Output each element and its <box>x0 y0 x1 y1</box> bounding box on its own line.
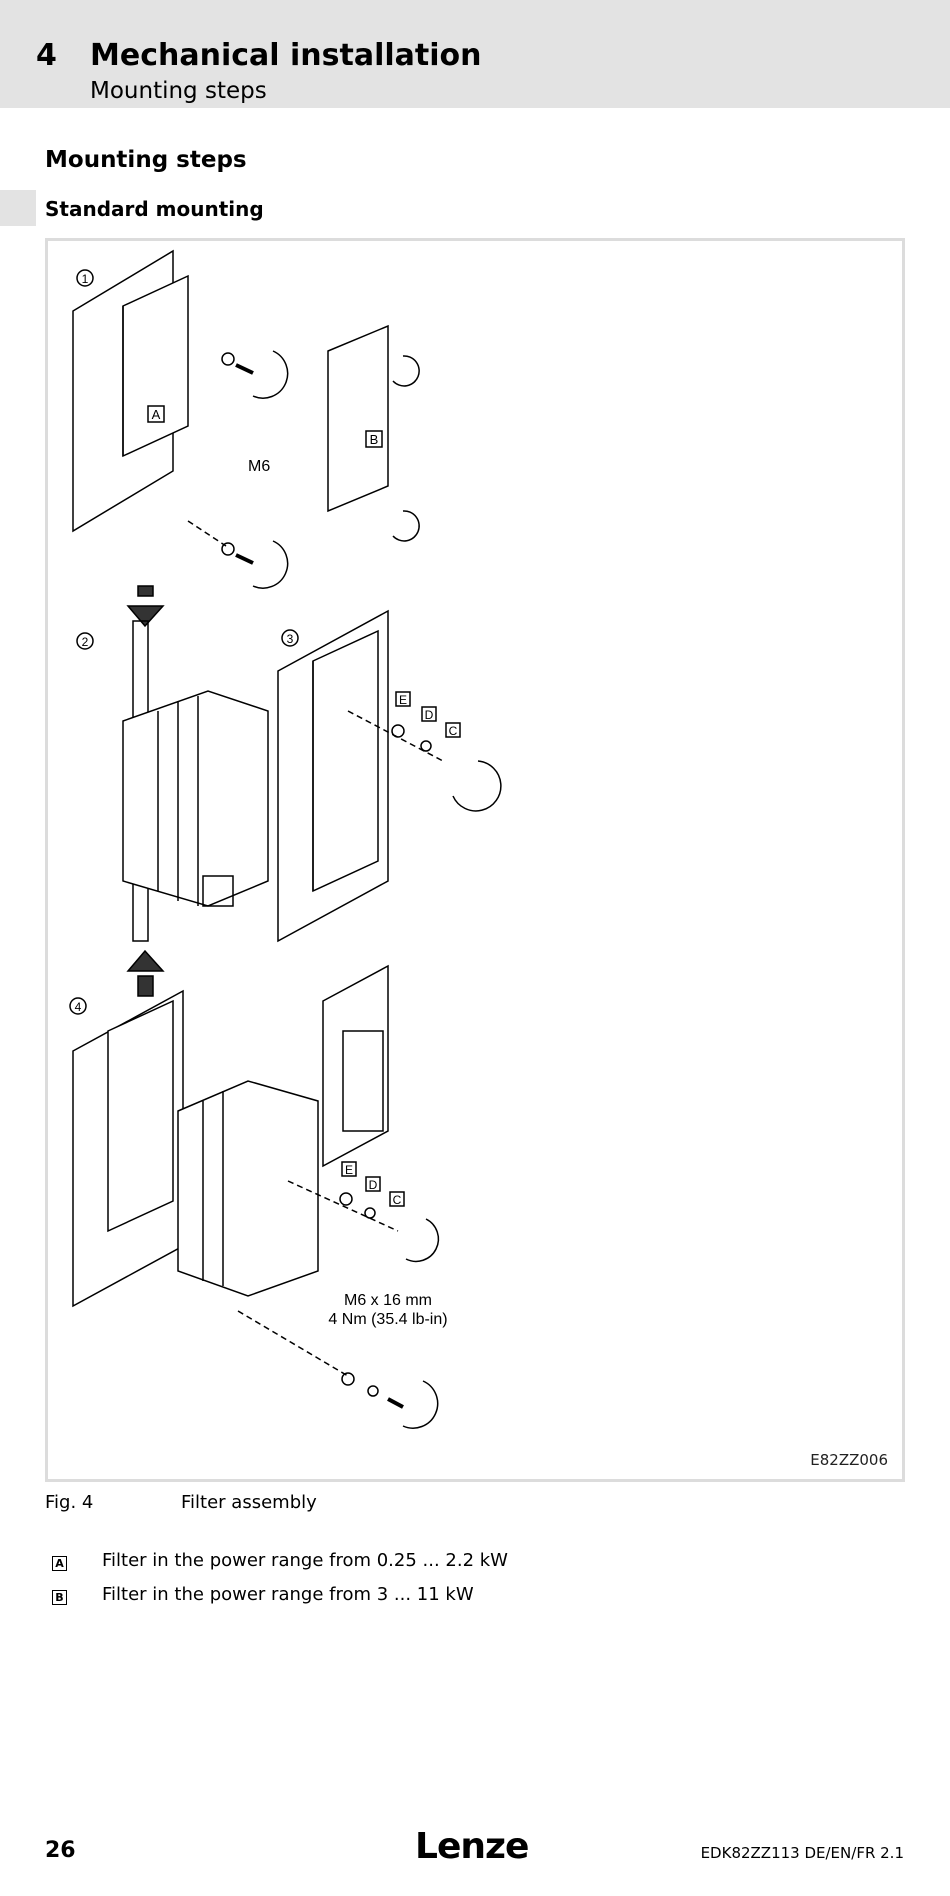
chapter-subtitle: Mounting steps <box>90 78 267 104</box>
chapter-header: 4 Mechanical installation Mounting steps <box>0 0 950 108</box>
legend-key-b: B <box>52 1589 67 1605</box>
step-3-marker <box>281 629 299 647</box>
figure-code: E82ZZ006 <box>810 1451 888 1469</box>
step-2-label: 2 <box>82 635 89 649</box>
chapter-title: Mechanical installation <box>90 38 482 73</box>
step-1-label: 1 <box>82 272 89 286</box>
document-id: EDK82ZZ113 DE/EN/FR 2.1 <box>700 1844 904 1862</box>
figure-filter-assembly: 1 A M6 B 2 3 <box>45 238 905 1482</box>
assembly-drawing: 1 A M6 B 2 3 <box>69 249 502 1429</box>
mounting-plate-1 <box>72 249 174 533</box>
label-c-3: C <box>449 724 458 738</box>
figure-caption-label: Fig. 4 <box>45 1492 94 1513</box>
mounting-plate-3 <box>277 609 389 943</box>
push-arrow-bottom <box>126 949 165 972</box>
tighten-arrow-1 <box>252 350 289 399</box>
step-1-marker <box>76 269 94 287</box>
tighten-arrow-b1 <box>392 355 420 387</box>
label-b-box <box>365 430 383 448</box>
label-b: B <box>370 432 379 447</box>
side-marker <box>0 190 36 226</box>
screw-label-m6: M6 <box>248 458 270 475</box>
lenze-logo: Lenze <box>415 1826 529 1867</box>
label-c-4: C <box>393 1193 402 1207</box>
torque-line-2: 4 Nm (35.4 lb-in) <box>328 1311 447 1328</box>
subsection-title: Standard mounting <box>45 197 264 221</box>
chapter-number: 4 <box>36 38 57 73</box>
legend-text-b: Filter in the power range from 3 ... 11 … <box>102 1584 474 1605</box>
filter-body-4 <box>107 999 174 1233</box>
label-e-4: E <box>345 1163 353 1177</box>
legend-text-a: Filter in the power range from 0.25 ... … <box>102 1550 508 1571</box>
legend-item-a: A Filter in the power range from 0.25 ..… <box>52 1550 508 1573</box>
tighten-arrow-4b <box>402 1380 439 1429</box>
mounted-preview <box>322 964 389 1168</box>
inverter-drive <box>122 690 269 907</box>
tighten-arrow-4 <box>405 1218 440 1263</box>
inverter-drive-4 <box>177 1080 319 1297</box>
label-d-4: D <box>369 1178 378 1192</box>
label-a: A <box>152 407 161 422</box>
label-a-box <box>147 405 165 423</box>
drive-terminal <box>202 875 234 907</box>
washer-2 <box>221 542 235 556</box>
filter-b-body <box>327 324 389 513</box>
legend-key-a: A <box>52 1555 67 1571</box>
filter-a-body <box>122 274 189 458</box>
step-2-marker <box>76 632 94 650</box>
tighten-arrow-b2 <box>392 510 420 542</box>
label-d-3: D <box>425 708 434 722</box>
legend-item-b: B Filter in the power range from 3 ... 1… <box>52 1584 474 1607</box>
label-e-3: E <box>399 693 407 707</box>
push-arrow-top <box>137 585 154 597</box>
washer-1 <box>221 352 235 366</box>
step-4-label: 4 <box>75 1000 82 1014</box>
step-3-label: 3 <box>287 632 294 646</box>
section-title: Mounting steps <box>45 147 247 173</box>
filter-body-3 <box>312 629 379 893</box>
page-number: 26 <box>45 1838 76 1863</box>
torque-line-1: M6 x 16 mm <box>344 1292 432 1309</box>
tighten-arrow-2 <box>252 540 289 589</box>
figure-caption-text: Filter assembly <box>181 1492 317 1513</box>
washer-4b <box>341 1372 355 1386</box>
tighten-arrow-3 <box>452 760 502 812</box>
step-4-marker <box>69 997 87 1015</box>
